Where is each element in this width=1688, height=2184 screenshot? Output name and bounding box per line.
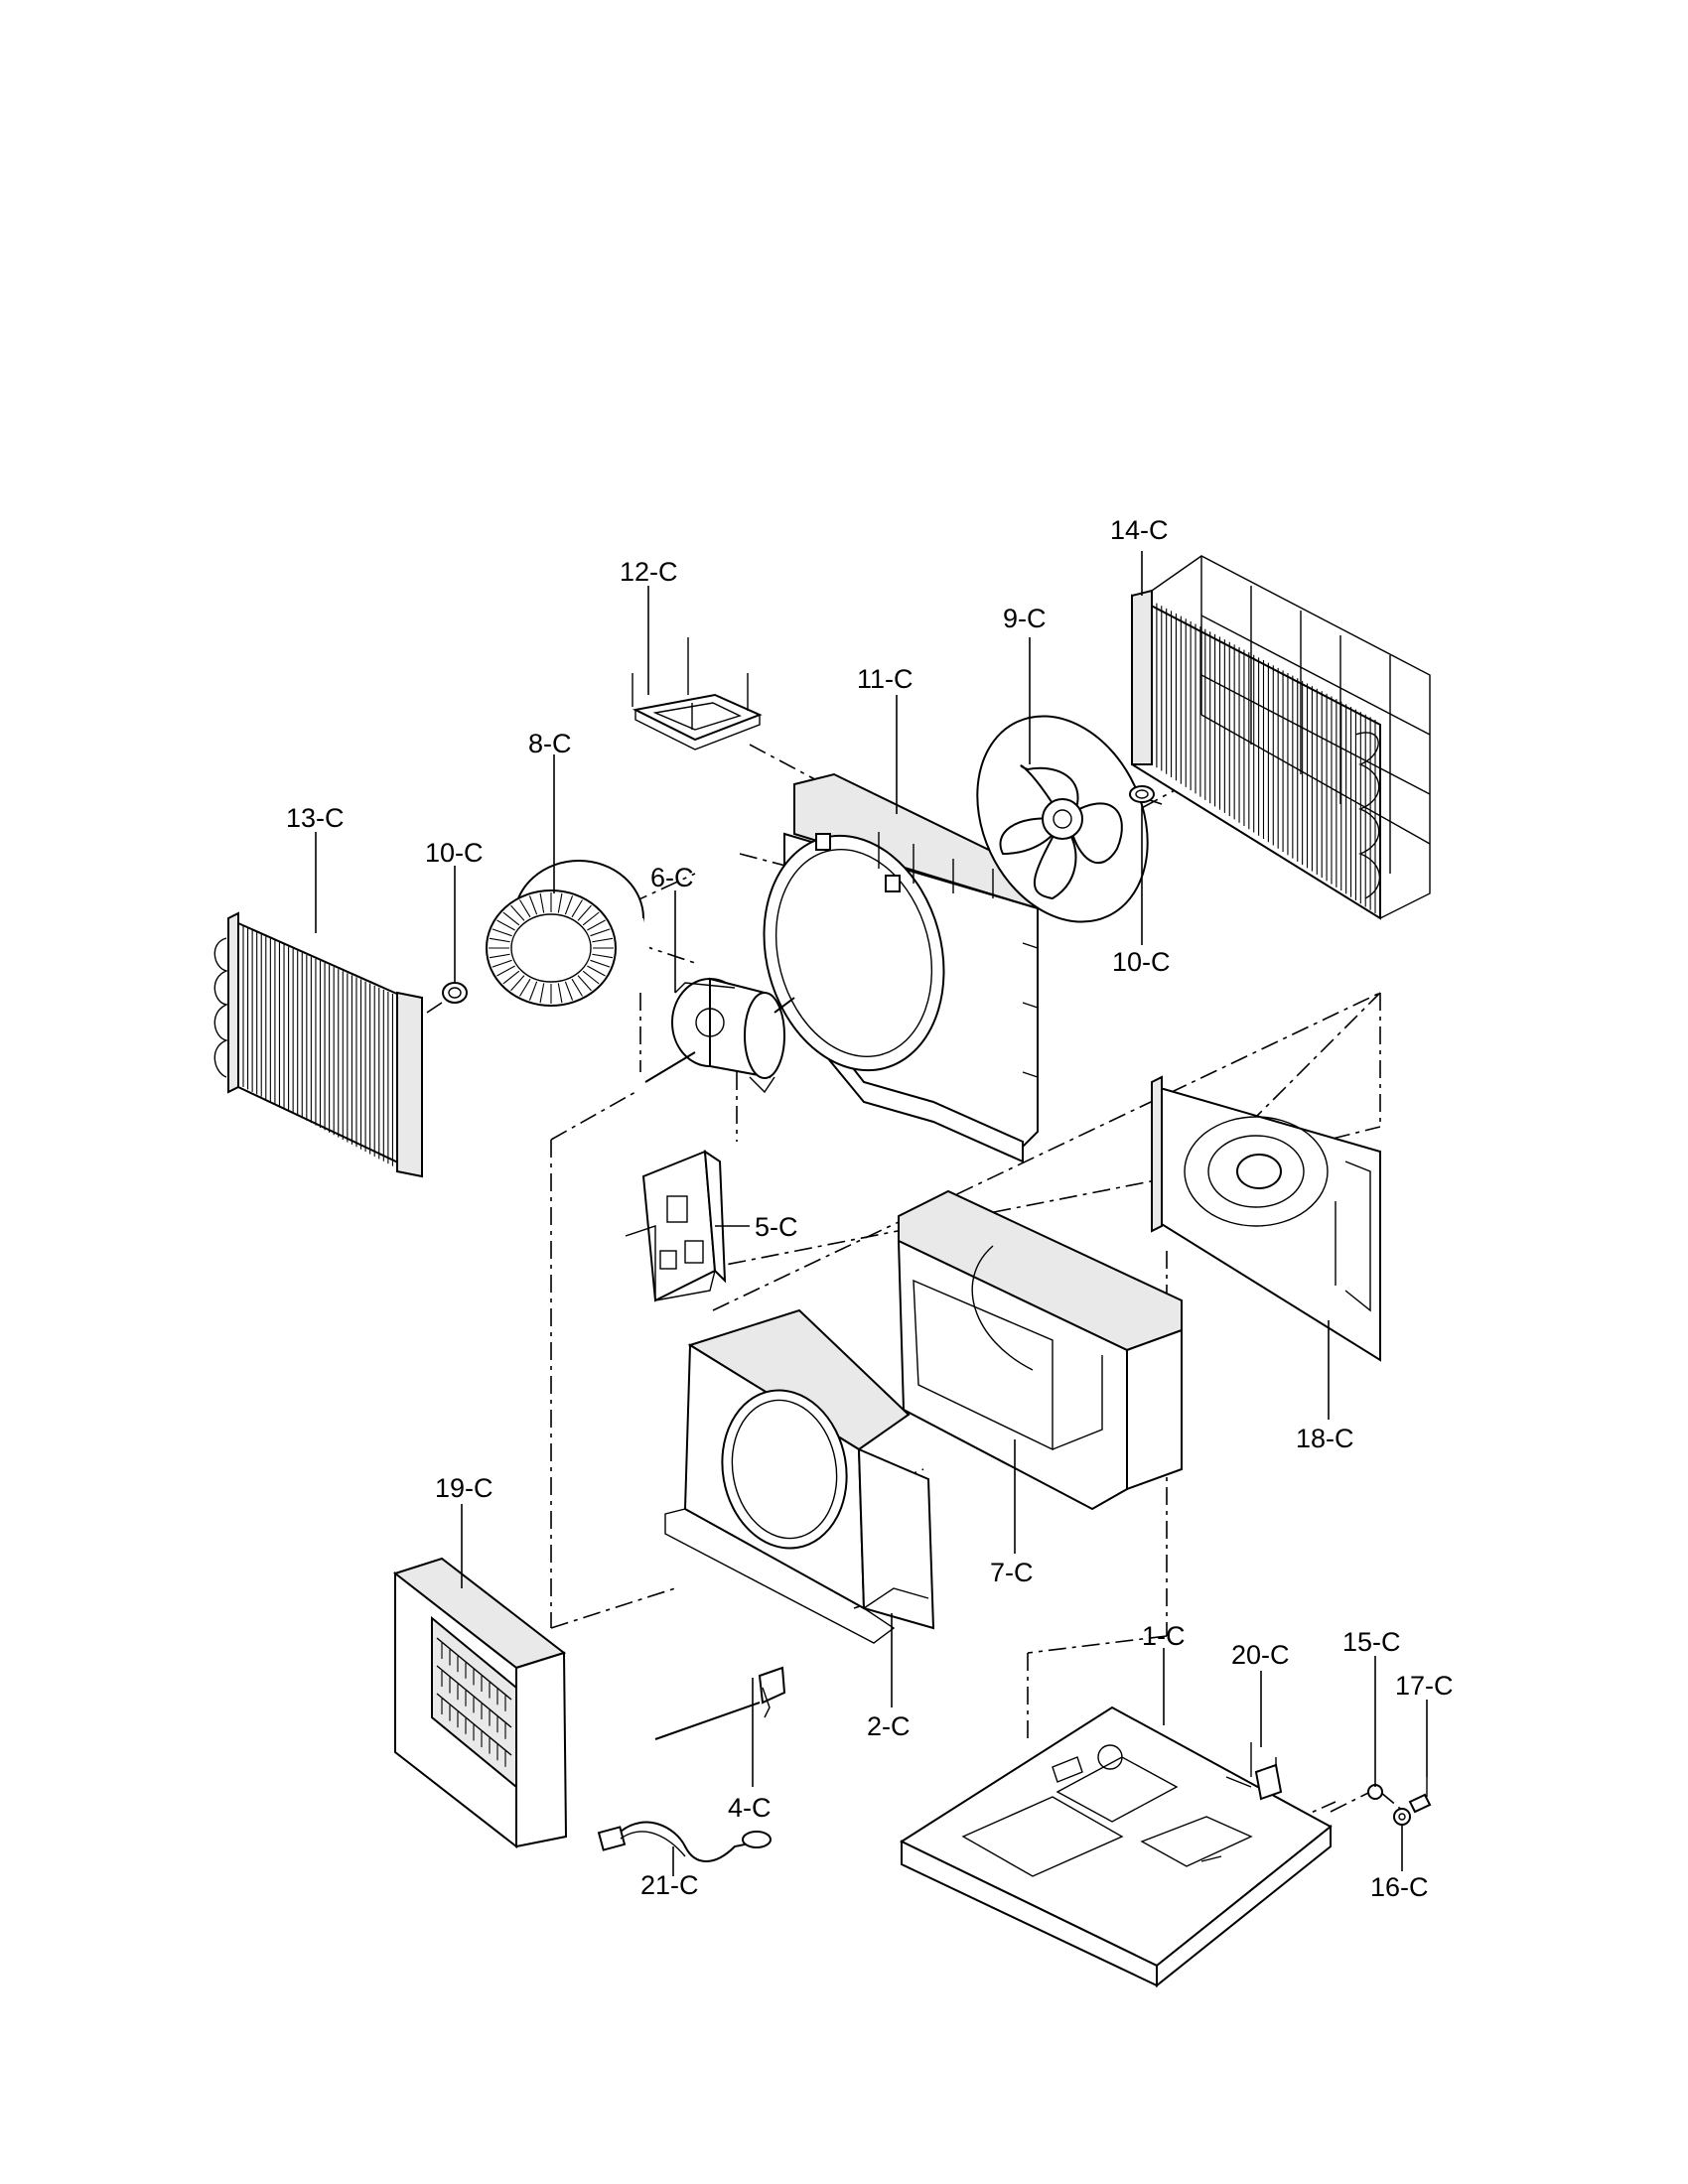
part-15-screw — [1367, 1784, 1383, 1800]
part-20-relay — [1250, 1742, 1283, 1801]
label-16-c: 16-C — [1370, 1872, 1429, 1902]
label-21-c: 21-C — [640, 1870, 699, 1900]
label-19-c: 19-C — [435, 1473, 493, 1503]
part-19-control-box — [392, 1557, 568, 1849]
part-12-cover-plate — [632, 637, 763, 751]
part-11-fan-shroud — [763, 772, 1039, 1163]
part-17-bolt — [1408, 1777, 1432, 1814]
label-1-c: 1-C — [1142, 1621, 1186, 1651]
part-1-base-pan — [899, 1706, 1333, 1988]
part-2-front-orifice — [664, 1308, 935, 1644]
label-20-c: 20-C — [1231, 1640, 1290, 1670]
label-10-c-right: 10-C — [1112, 947, 1171, 977]
part-5-motor-bracket — [625, 1150, 727, 1302]
label-8-c: 8-C — [528, 729, 572, 758]
part-18-barrier-panel — [1151, 1075, 1381, 1362]
part-16-washer — [1393, 1808, 1411, 1826]
part-labels: 1-C 2-C 4-C 5-C 6-C 7-C 8-C 9-C 10-C 10-… — [286, 515, 1454, 1902]
label-2-c: 2-C — [867, 1711, 911, 1741]
part-9-fan-blade — [976, 715, 1149, 923]
part-13-evaporator-coil — [213, 911, 423, 1178]
label-17-c: 17-C — [1395, 1671, 1454, 1701]
part-6-fan-motor — [644, 977, 795, 1094]
part-10-clamp-right — [1129, 785, 1155, 803]
label-15-c: 15-C — [1342, 1627, 1401, 1657]
part-14-condenser-coil — [1131, 555, 1431, 920]
part-10-clamp-left — [442, 982, 468, 1004]
label-10-c-left: 10-C — [425, 838, 484, 868]
part-8-blower-wheel — [486, 860, 655, 1007]
label-11-c: 11-C — [857, 664, 914, 694]
label-13-c: 13-C — [286, 803, 345, 833]
label-5-c: 5-C — [755, 1212, 798, 1242]
label-4-c: 4-C — [728, 1793, 772, 1823]
label-7-c: 7-C — [990, 1558, 1034, 1587]
part-21-wire-harness — [597, 1821, 772, 1862]
label-9-c: 9-C — [1003, 604, 1047, 633]
label-14-c: 14-C — [1110, 515, 1169, 545]
label-18-c: 18-C — [1296, 1424, 1354, 1453]
label-6-c: 6-C — [650, 863, 694, 892]
leader-lines — [315, 551, 1428, 1876]
label-12-c: 12-C — [620, 557, 678, 587]
part-7-evaporator-housing — [897, 1189, 1183, 1511]
part-4-thermistor — [654, 1666, 786, 1740]
